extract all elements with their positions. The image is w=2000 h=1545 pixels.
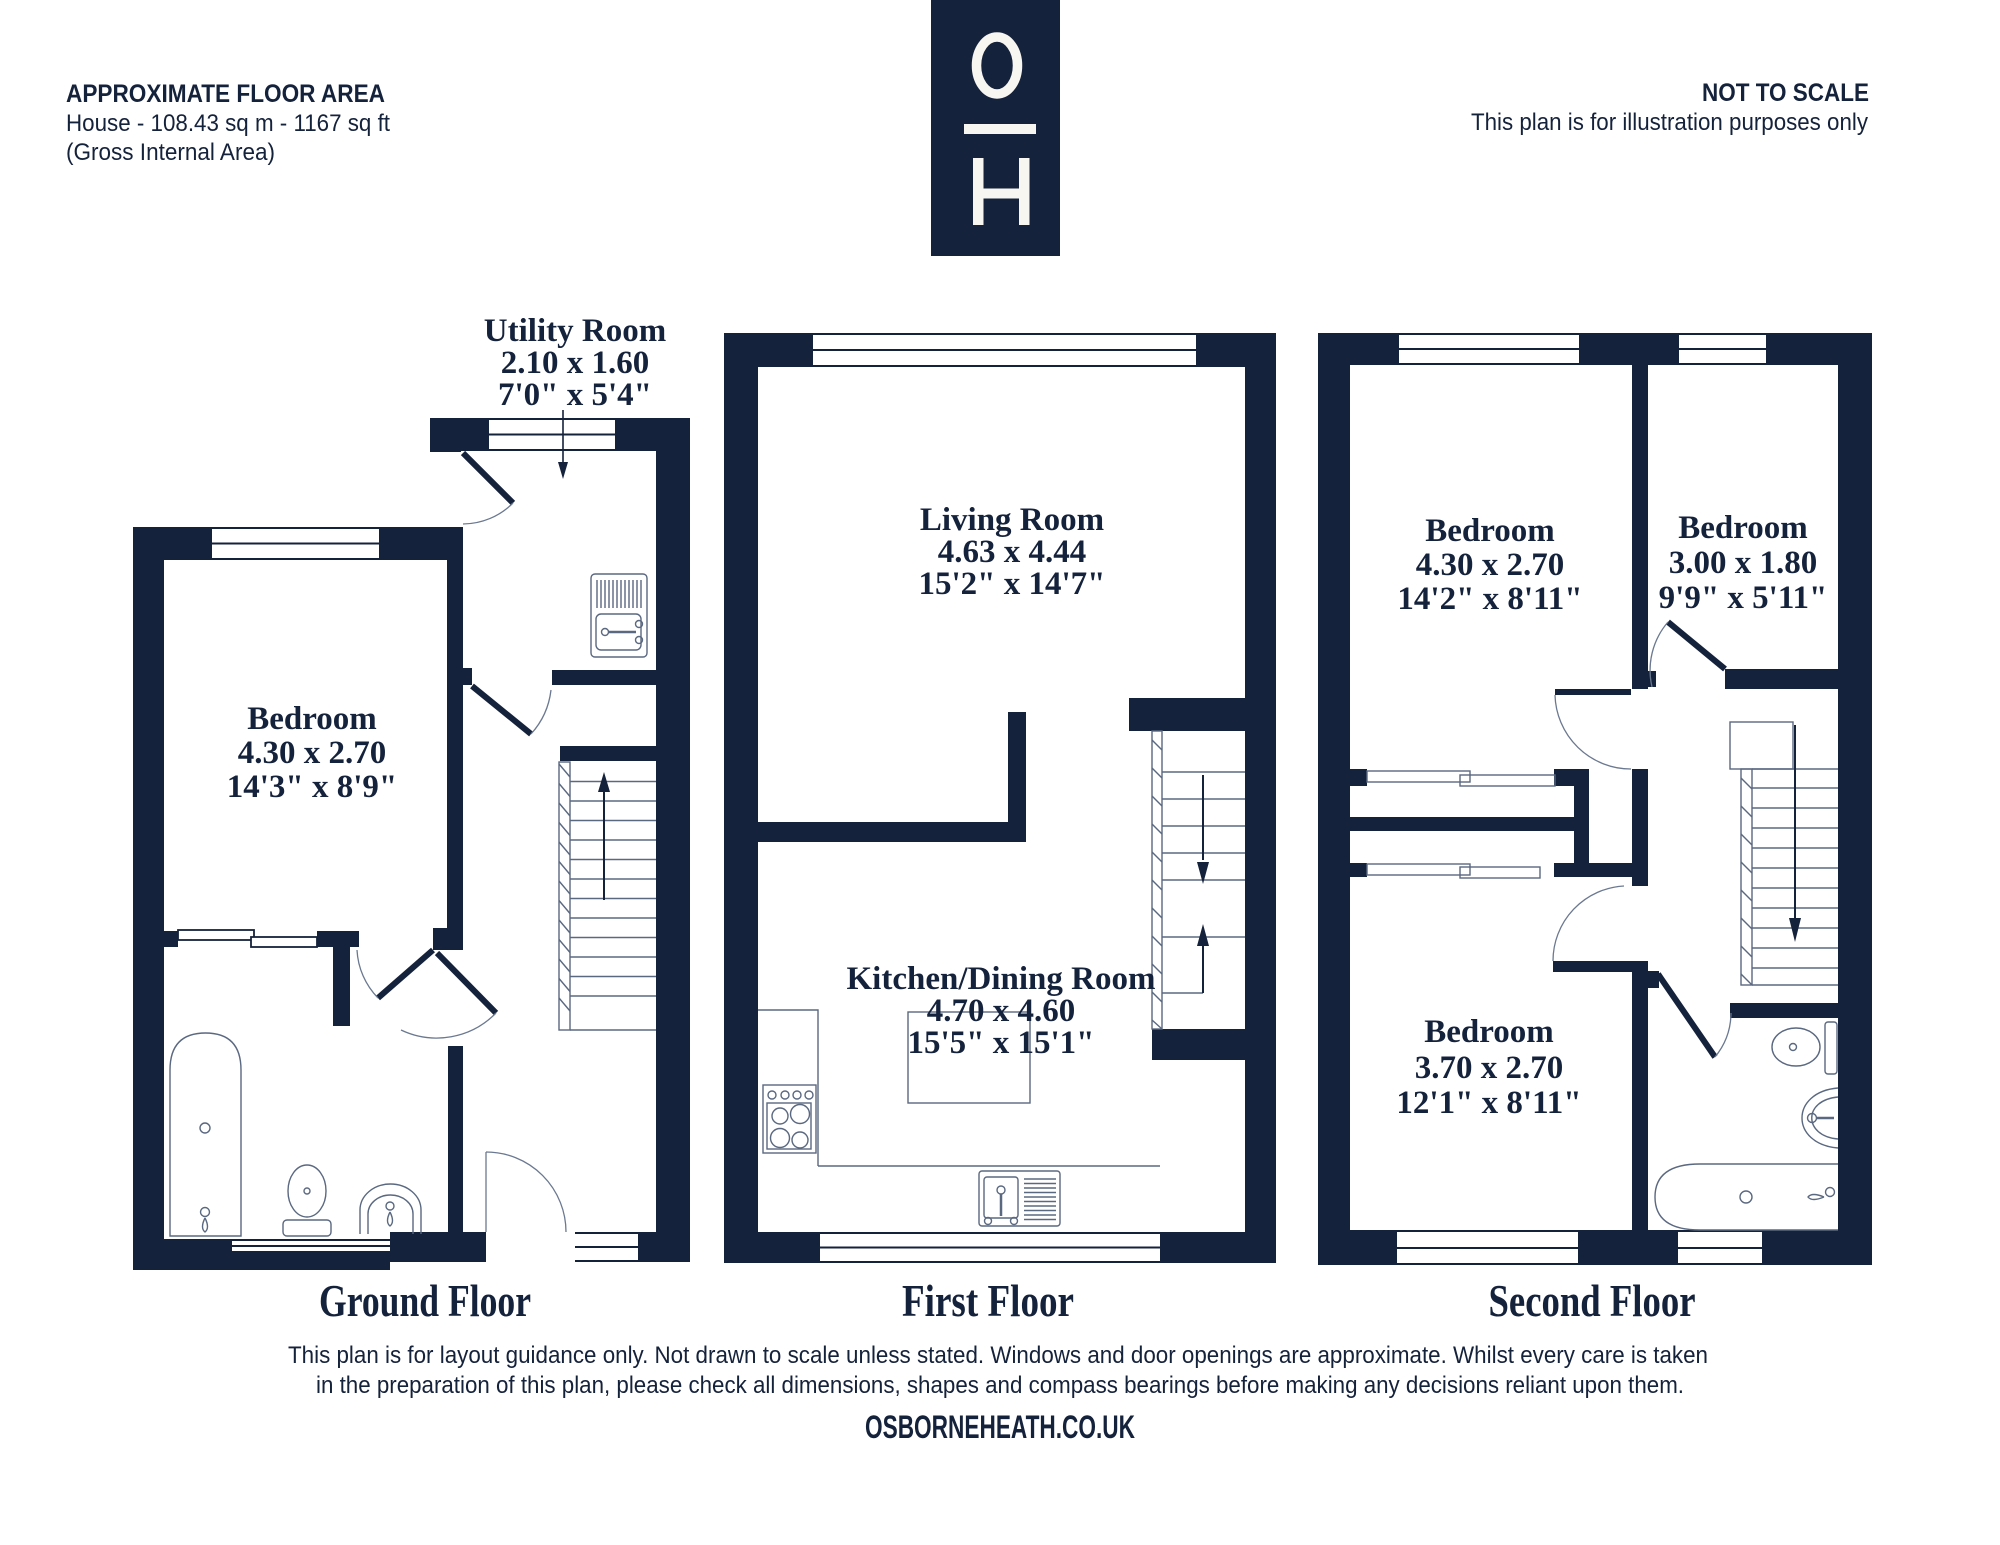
svg-text:12'1" x 8'11": 12'1" x 8'11"	[1396, 1085, 1581, 1121]
svg-text:APPROXIMATE FLOOR AREA: APPROXIMATE FLOOR AREA	[66, 80, 385, 108]
svg-text:Kitchen/Dining Room: Kitchen/Dining Room	[847, 961, 1156, 997]
svg-text:in the preparation of this pla: in the preparation of this plan, please …	[316, 1372, 1684, 1399]
svg-text:This plan is for layout guidan: This plan is for layout guidance only. N…	[288, 1342, 1708, 1369]
svg-text:Living Room: Living Room	[920, 502, 1104, 538]
svg-text:First Floor: First Floor	[902, 1276, 1074, 1326]
svg-text:9'9" x 5'11": 9'9" x 5'11"	[1659, 580, 1828, 616]
svg-text:14'3" x 8'9": 14'3" x 8'9"	[227, 769, 397, 805]
svg-text:4.30 x 2.70: 4.30 x 2.70	[1416, 547, 1565, 583]
svg-text:7'0" x 5'4": 7'0" x 5'4"	[498, 377, 652, 413]
svg-text:Bedroom: Bedroom	[1425, 513, 1555, 549]
svg-text:This plan is for illustration: This plan is for illustration purposes o…	[1471, 109, 1868, 136]
svg-text:15'2" x 14'7": 15'2" x 14'7"	[919, 566, 1106, 602]
svg-text:House - 108.43 sq m - 1167 sq: House - 108.43 sq m - 1167 sq ft	[66, 110, 390, 137]
svg-text:2.10 x 1.60: 2.10 x 1.60	[501, 345, 650, 381]
svg-text:14'2" x 8'11": 14'2" x 8'11"	[1397, 581, 1582, 617]
svg-text:4.70 x 4.60: 4.70 x 4.60	[927, 993, 1076, 1029]
svg-text:NOT TO SCALE: NOT TO SCALE	[1702, 79, 1869, 107]
svg-text:Second Floor: Second Floor	[1489, 1276, 1696, 1326]
svg-text:Bedroom: Bedroom	[1424, 1014, 1554, 1050]
svg-text:4.30 x 2.70: 4.30 x 2.70	[238, 735, 387, 771]
svg-text:4.63 x 4.44: 4.63 x 4.44	[938, 534, 1087, 570]
svg-text:Utility Room: Utility Room	[484, 313, 666, 349]
svg-text:(Gross Internal Area): (Gross Internal Area)	[66, 139, 275, 166]
svg-text:3.00 x 1.80: 3.00 x 1.80	[1669, 545, 1818, 581]
svg-text:Bedroom: Bedroom	[1678, 510, 1808, 546]
svg-text:Bedroom: Bedroom	[247, 701, 377, 737]
svg-text:15'5" x 15'1": 15'5" x 15'1"	[908, 1025, 1095, 1061]
svg-text:3.70 x 2.70: 3.70 x 2.70	[1415, 1050, 1564, 1086]
svg-text:OSBORNEHEATH.CO.UK: OSBORNEHEATH.CO.UK	[865, 1409, 1135, 1445]
svg-text:Ground Floor: Ground Floor	[319, 1276, 531, 1326]
